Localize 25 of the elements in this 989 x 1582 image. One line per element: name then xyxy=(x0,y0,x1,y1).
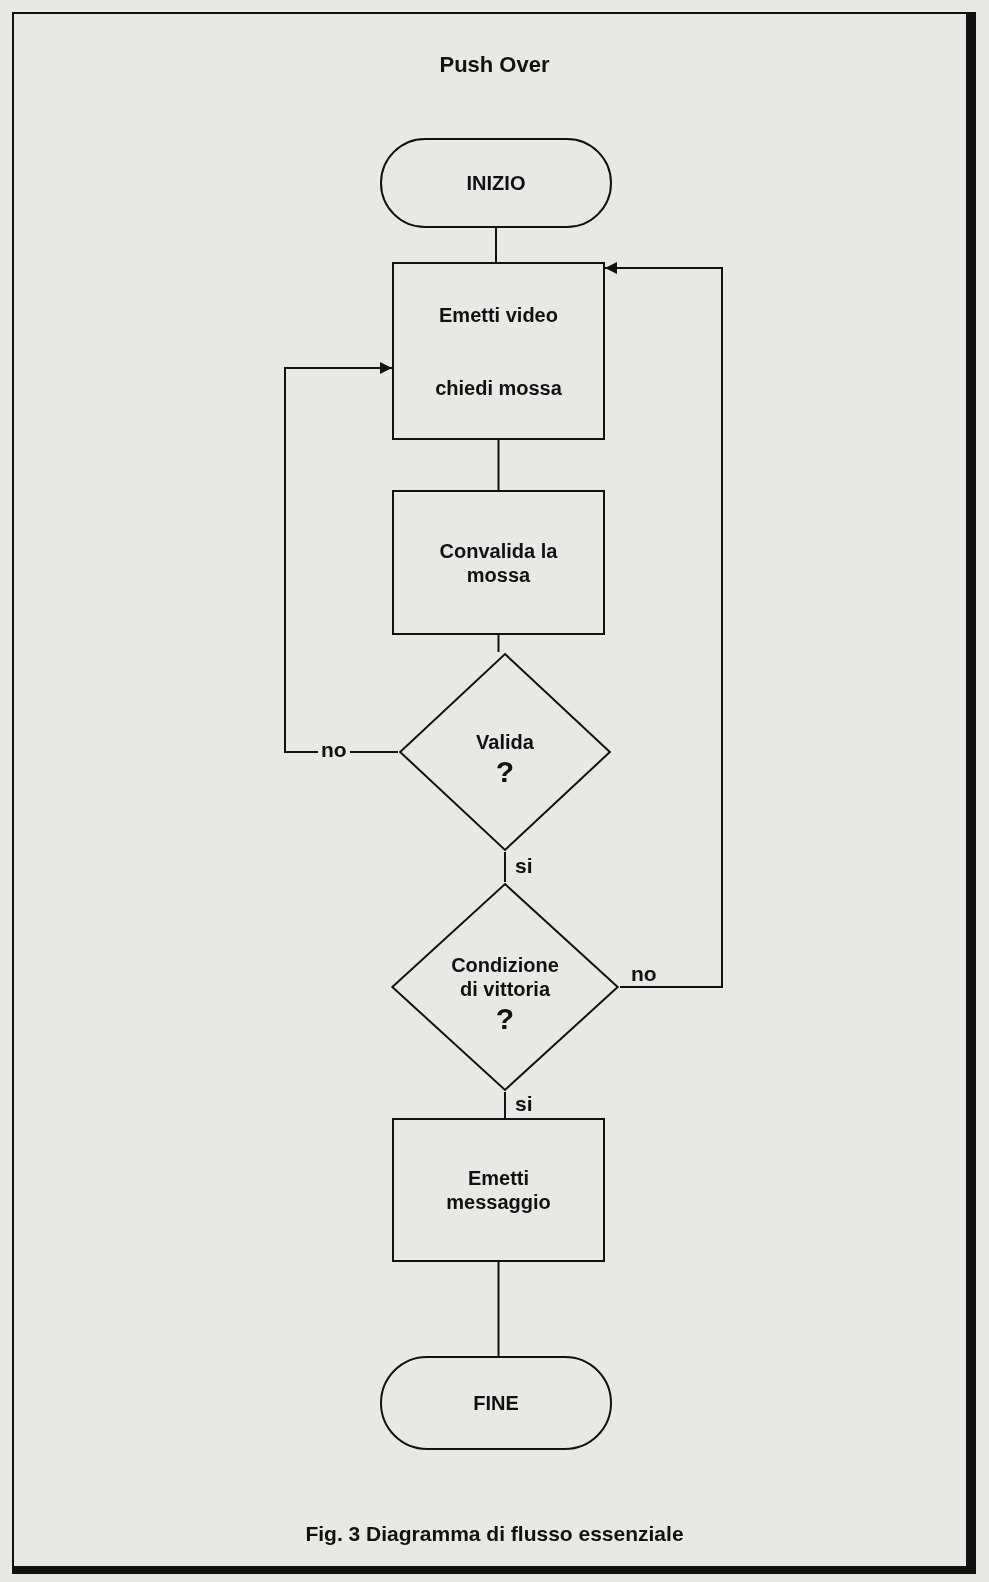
node-label: ? xyxy=(495,1001,515,1037)
connector-line xyxy=(504,851,506,883)
node-label: Emetti messaggio xyxy=(445,1166,552,1214)
node-label: Convalida la mossa xyxy=(438,538,559,587)
terminal-box xyxy=(380,1356,612,1450)
process-box xyxy=(392,262,605,440)
connector-line xyxy=(495,227,497,263)
diagram-title: Push Over xyxy=(438,52,551,78)
node-label: ? xyxy=(495,754,515,790)
process-box xyxy=(392,1118,605,1262)
arrow xyxy=(284,362,399,753)
figure-caption: Fig. 3 Diagramma di flusso essenziale xyxy=(304,1522,685,1546)
arrow xyxy=(604,262,723,988)
node-label: Emetti video xyxy=(439,302,558,327)
node-label: FINE xyxy=(473,1391,519,1415)
connector-line xyxy=(497,634,500,653)
node-label: Condizione di vittoria xyxy=(451,953,559,1001)
connector-line xyxy=(497,439,500,491)
node-label: chiedi mossa xyxy=(435,375,562,400)
process-box xyxy=(392,490,605,635)
terminal-box xyxy=(380,138,612,228)
node-label: INIZIO xyxy=(466,171,526,195)
connector-line xyxy=(504,1091,506,1119)
node-label: Valida xyxy=(476,730,534,754)
connector-line xyxy=(497,1261,500,1357)
